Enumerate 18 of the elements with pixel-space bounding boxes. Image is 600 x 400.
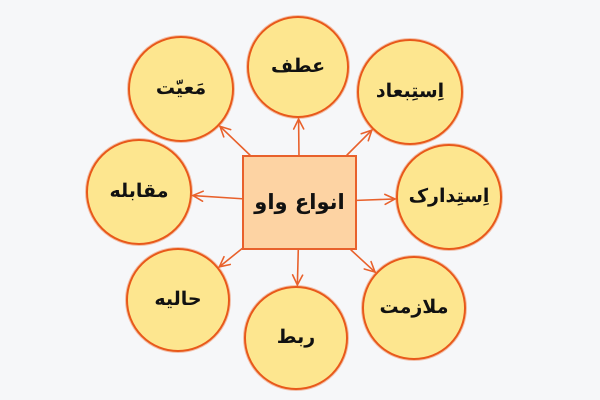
arrow xyxy=(292,118,304,156)
node-label: ملازمت xyxy=(379,296,448,320)
node-label: حالیه xyxy=(154,288,202,312)
arrow xyxy=(292,249,304,286)
arrow xyxy=(350,249,376,273)
node-label: انواع واو xyxy=(254,189,345,216)
arrow xyxy=(346,129,373,156)
node-label: مَعیّت xyxy=(156,77,206,101)
topic-box xyxy=(242,155,357,250)
node-label: اِستِدارک xyxy=(408,185,490,209)
arrow xyxy=(218,248,243,268)
node-label: اِستِبعاد xyxy=(376,80,444,104)
arrow xyxy=(356,194,396,206)
node-label: ربط xyxy=(276,326,316,350)
arrow xyxy=(219,126,251,156)
arrow xyxy=(192,190,243,202)
node-label: عطف xyxy=(270,55,326,79)
node-label: مقابله xyxy=(110,180,168,204)
